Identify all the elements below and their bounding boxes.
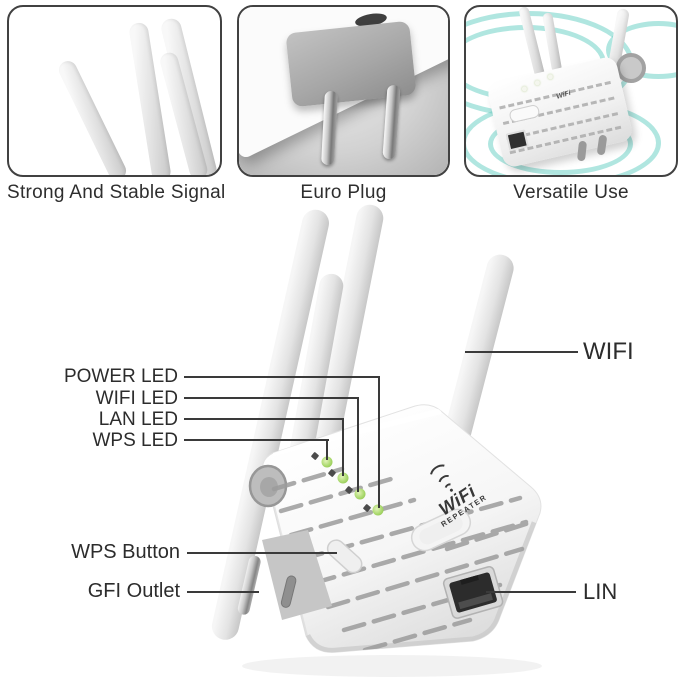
- label-gfi-outlet: GFI Outlet: [87, 580, 180, 602]
- callout-line-power: [378, 376, 380, 508]
- antennas-photo: [7, 5, 222, 177]
- feature-caption: Strong And Stable Signal: [7, 182, 226, 203]
- callout-line-wps-led: [184, 439, 329, 441]
- label-lin-port: LIN: [583, 579, 618, 604]
- callout-line-gfi-outlet: [187, 591, 259, 593]
- wps-side-button: [326, 539, 363, 574]
- feature-strong-signal: Strong And Stable Signal: [7, 5, 226, 204]
- callout-line-wps-button: [187, 552, 337, 554]
- callout-line-lin: [486, 591, 576, 593]
- wps-icon: [311, 452, 319, 460]
- label-power-led: POWER LED: [63, 366, 178, 387]
- callout-line-power: [184, 376, 380, 378]
- power-icon: [363, 504, 371, 512]
- feature-caption: Euro Plug: [300, 182, 387, 203]
- versatile-use-photo: WiFi: [464, 5, 678, 177]
- wifi-icon: [345, 486, 353, 494]
- power-led: [372, 504, 384, 516]
- euro-plug-pin: [237, 555, 297, 615]
- lan-icon: [328, 469, 336, 477]
- label-wps-button: WPS Button: [71, 541, 180, 563]
- feature-caption: Versatile Use: [513, 182, 629, 203]
- callout-line-wps-led: [326, 439, 328, 460]
- euro-plug-photo: [237, 5, 450, 177]
- led-icons: [311, 452, 371, 512]
- ethernet-port: [442, 566, 504, 619]
- callout-line-wifi-antenna: [465, 351, 578, 353]
- wps-led: [321, 456, 333, 468]
- mini-antenna-knob: [616, 53, 646, 83]
- lan-led: [337, 472, 349, 484]
- pill-button: [410, 508, 472, 552]
- label-wifi-antenna: WIFI: [583, 338, 634, 365]
- feature-euro-plug: Euro Plug: [237, 5, 450, 204]
- label-lan-led: LAN LED: [98, 409, 178, 430]
- device-shadow: [242, 655, 542, 677]
- label-wps-led: WPS LED: [92, 430, 178, 451]
- callout-line-wifi-led: [184, 397, 359, 399]
- callout-line-lan: [184, 418, 344, 420]
- label-wifi-led: WIFI LED: [95, 388, 178, 409]
- callout-line-lan: [342, 418, 344, 476]
- feature-versatile-use: WiFi Versatile Use: [464, 5, 678, 204]
- callout-line-wifi-led: [357, 397, 359, 492]
- status-leds: [321, 456, 384, 516]
